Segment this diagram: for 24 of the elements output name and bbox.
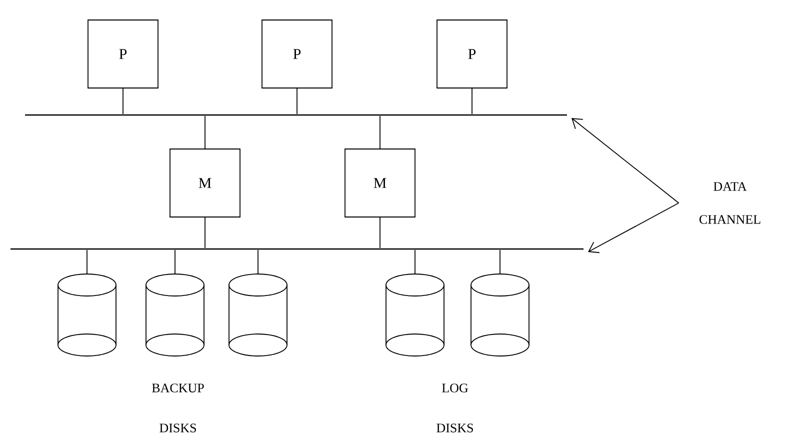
disk-cylinder bbox=[470, 274, 530, 356]
connector-line bbox=[414, 250, 416, 274]
connector-line bbox=[122, 88, 124, 114]
disk-cylinder bbox=[146, 274, 204, 356]
disk-cylinder bbox=[228, 274, 288, 356]
connector-line bbox=[86, 250, 88, 274]
channel-label: DATA CHANNEL bbox=[700, 182, 760, 224]
bus-line bbox=[10, 248, 584, 250]
connector-line bbox=[204, 116, 206, 149]
memory-box: M bbox=[344, 148, 416, 218]
connector-line bbox=[204, 217, 206, 248]
disk-cylinder bbox=[386, 274, 444, 356]
bus-line bbox=[25, 114, 567, 116]
processor-box: P bbox=[88, 20, 158, 88]
memory-box: M bbox=[170, 148, 240, 218]
arrow bbox=[588, 202, 680, 254]
group-label: LOG DISKS bbox=[436, 384, 473, 432]
connector-line bbox=[296, 88, 298, 114]
disk-cylinder bbox=[58, 274, 116, 356]
connector-line bbox=[174, 250, 176, 274]
processor-box: P bbox=[436, 20, 508, 88]
arrow bbox=[571, 118, 680, 204]
group-label: BACKUP DISKS bbox=[152, 384, 204, 432]
processor-box: P bbox=[262, 20, 332, 88]
